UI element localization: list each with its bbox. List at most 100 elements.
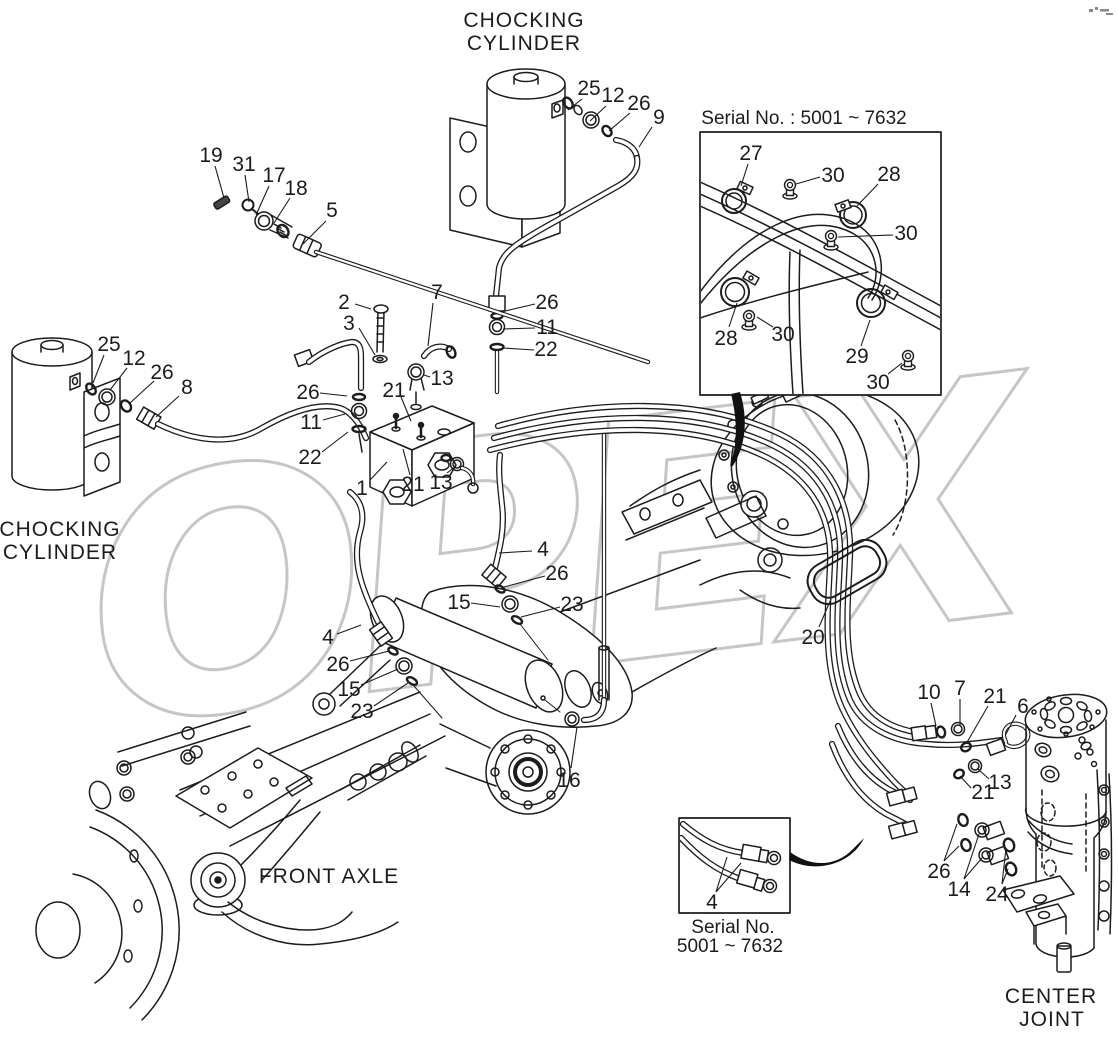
callout-13: 13: [988, 771, 1011, 794]
callout-leader-30: [837, 234, 894, 238]
callout-leader-11: [322, 413, 346, 421]
callout-leader-8: [155, 395, 180, 418]
callout-leader-3: [358, 327, 376, 356]
callout-4: 4: [537, 538, 549, 561]
callout-leader-12: [109, 367, 128, 391]
callout-leader-14: [963, 833, 980, 880]
callout-leader-7: [427, 302, 434, 347]
callout-leader-21: [400, 396, 412, 422]
callout-leader-12: [589, 105, 607, 122]
callout-leader-11: [502, 327, 536, 330]
callout-leader-19: [214, 165, 225, 199]
callout-leader-26: [500, 303, 536, 313]
callout-12: 12: [122, 347, 145, 370]
label-center-joint-line1: CENTER: [1005, 985, 1097, 1008]
callout-30: 30: [894, 222, 917, 245]
callout-18: 18: [284, 177, 307, 200]
callout-leader-4: [715, 862, 742, 893]
callout-leader-23: [520, 606, 561, 618]
callout-22: 22: [298, 446, 321, 469]
callout-13: 13: [430, 367, 453, 390]
callout-leader-18: [273, 197, 291, 224]
callout-6: 6: [1017, 695, 1029, 718]
callout-leader-13: [423, 374, 431, 378]
callout-leader-24: [1001, 868, 1009, 885]
corner-smudge: [1089, 7, 1113, 15]
axle-hoses: [346, 429, 610, 727]
callout-leader-14: [963, 857, 983, 880]
callout-26: 26: [150, 361, 173, 384]
callout-30: 30: [866, 371, 889, 394]
hose-bundle: [486, 402, 1006, 832]
callout-11: 11: [536, 316, 558, 339]
callout-leader-4: [336, 624, 362, 635]
callout-21: 21: [401, 473, 424, 496]
callout-21: 21: [382, 379, 405, 402]
callout-leader-31: [244, 174, 250, 203]
callout-25: 25: [577, 77, 600, 100]
valve-block-assembly: [293, 304, 479, 507]
callout-7: 7: [431, 281, 443, 304]
callout-leader-15: [470, 602, 501, 608]
label-chocking-cylinder-top-line1: CHOCKING: [463, 9, 584, 32]
callout-22: 22: [534, 338, 557, 361]
callout-leader-21: [402, 448, 411, 476]
callout-26: 26: [296, 381, 319, 404]
callout-leader-22: [321, 431, 349, 453]
callout-8: 8: [181, 376, 193, 399]
callout-leader-25: [567, 98, 583, 111]
callout-11: 11: [300, 411, 322, 434]
callout-20: 20: [801, 626, 824, 649]
callout-leader-26: [943, 845, 960, 862]
callout-leader-17: [255, 185, 270, 216]
callout-5: 5: [326, 199, 338, 222]
callout-leader-23: [373, 682, 409, 707]
callout-leader-28: [856, 183, 879, 207]
callout-4: 4: [706, 891, 718, 914]
chocking-cylinder-top: [449, 68, 641, 395]
center-joint: [1002, 693, 1113, 973]
callout-21: 21: [983, 685, 1006, 708]
callout-leader-1: [369, 461, 388, 481]
arrow-from-bottom-inset: [789, 838, 864, 867]
callout-4: 4: [322, 626, 334, 649]
callout-26: 26: [326, 653, 349, 676]
callout-leader-25: [92, 354, 105, 384]
callout-leader-5: [302, 220, 327, 245]
callout-15: 15: [337, 678, 360, 701]
callout-leader-10: [930, 702, 937, 727]
callout-24: 24: [985, 883, 1009, 906]
callout-16: 16: [557, 769, 580, 792]
label-chocking-cylinder-left-line2: CYLINDER: [3, 541, 117, 564]
label-serial-top: Serial No. : 5001 ~ 7632: [701, 108, 906, 129]
callout-leader-9: [638, 126, 653, 148]
callout-19: 19: [199, 144, 222, 167]
front-axle-assembly: [35, 547, 801, 1021]
callout-leader-26: [129, 380, 155, 404]
serial-inset-top: [699, 131, 942, 396]
callout-28: 28: [714, 327, 737, 350]
callout-leader-4: [498, 550, 533, 554]
callout-leader-13: [977, 768, 990, 780]
callout-leader-27: [740, 163, 749, 187]
label-chocking-cylinder-top-line2: CYLINDER: [467, 32, 581, 55]
callout-leader-28: [728, 302, 738, 328]
callout-2: 2: [338, 291, 350, 314]
callout-9: 9: [653, 106, 665, 129]
callout-leader-22: [502, 347, 535, 351]
callout-leader-20: [818, 598, 832, 628]
callout-31: 31: [232, 153, 255, 176]
callout-26: 26: [627, 92, 650, 115]
label-center-joint-line2: JOINT: [1019, 1008, 1085, 1031]
callout-26: 26: [927, 860, 950, 883]
callout-leader-16: [570, 726, 578, 769]
pipe-5-assembly: [213, 195, 651, 365]
callout-leader-26: [319, 392, 348, 397]
right-fitting-cluster: [885, 721, 1031, 877]
callout-13: 13: [429, 471, 452, 494]
label-front-axle: FRONT AXLE: [259, 865, 399, 888]
serial-inset-bottom: [678, 817, 791, 914]
callout-leader-30: [887, 362, 903, 375]
